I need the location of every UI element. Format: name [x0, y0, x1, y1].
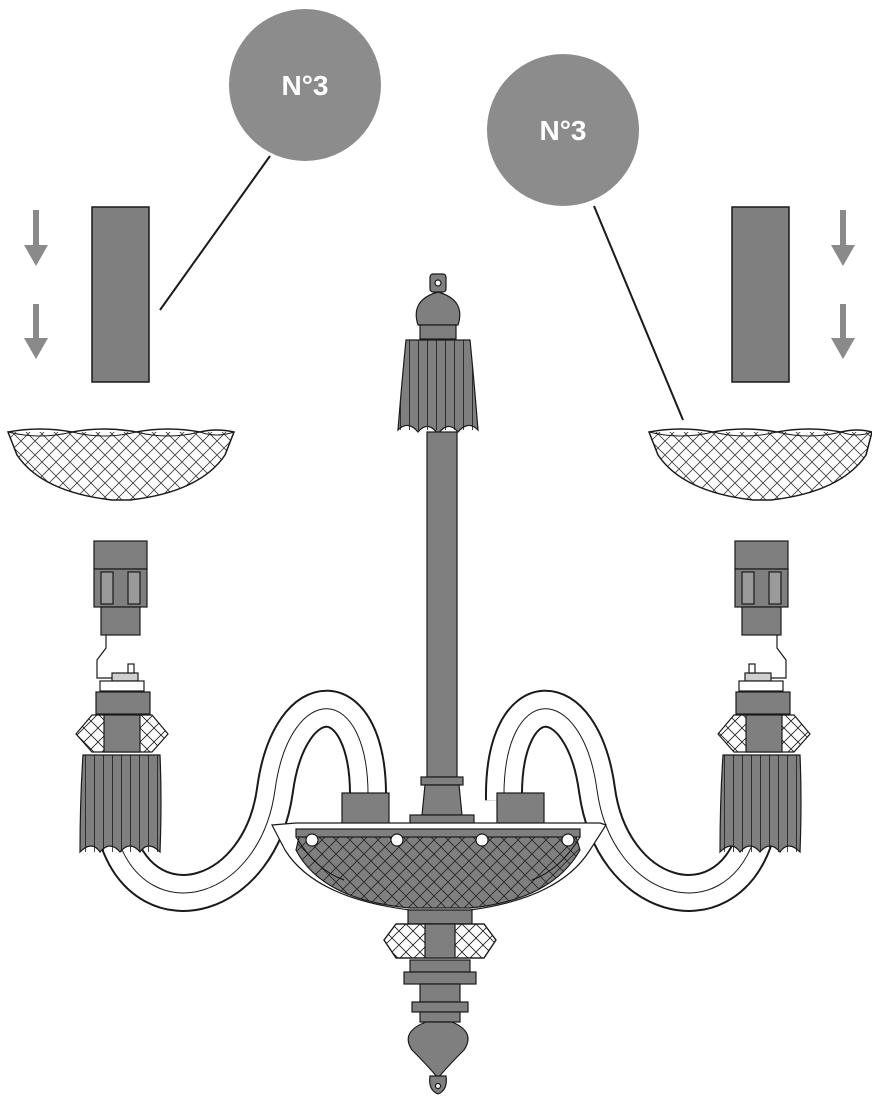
arrow-down-icon [24, 304, 48, 359]
candle-sleeve-right [731, 206, 790, 383]
glass-arm-left [100, 689, 388, 912]
lower-column [383, 909, 497, 1095]
arm-cup-right [717, 691, 811, 854]
socket-assembly-left [93, 540, 148, 692]
arrow-down-icon [24, 210, 48, 266]
number-badge-right [487, 54, 639, 206]
bobeche-dish-right [647, 428, 872, 501]
arm-cup-left [75, 691, 169, 854]
socket-assembly-right [734, 540, 789, 692]
callout-label-left: N°3 [282, 70, 329, 101]
callout-right: N°3 [487, 54, 684, 421]
leader-line-left [159, 155, 271, 311]
number-badge-left [229, 9, 381, 161]
central-column [397, 273, 479, 828]
glass-arm-right [484, 689, 772, 912]
arrow-down-icon [831, 210, 855, 266]
bobeche-dish-left [6, 428, 236, 501]
arrow-down-icon [831, 304, 855, 359]
callout-left: N°3 [159, 9, 381, 311]
leader-line-right [593, 205, 684, 421]
candle-sleeve-left [91, 206, 150, 383]
callout-label-right: N°3 [540, 115, 587, 146]
central-bowl [271, 792, 607, 911]
